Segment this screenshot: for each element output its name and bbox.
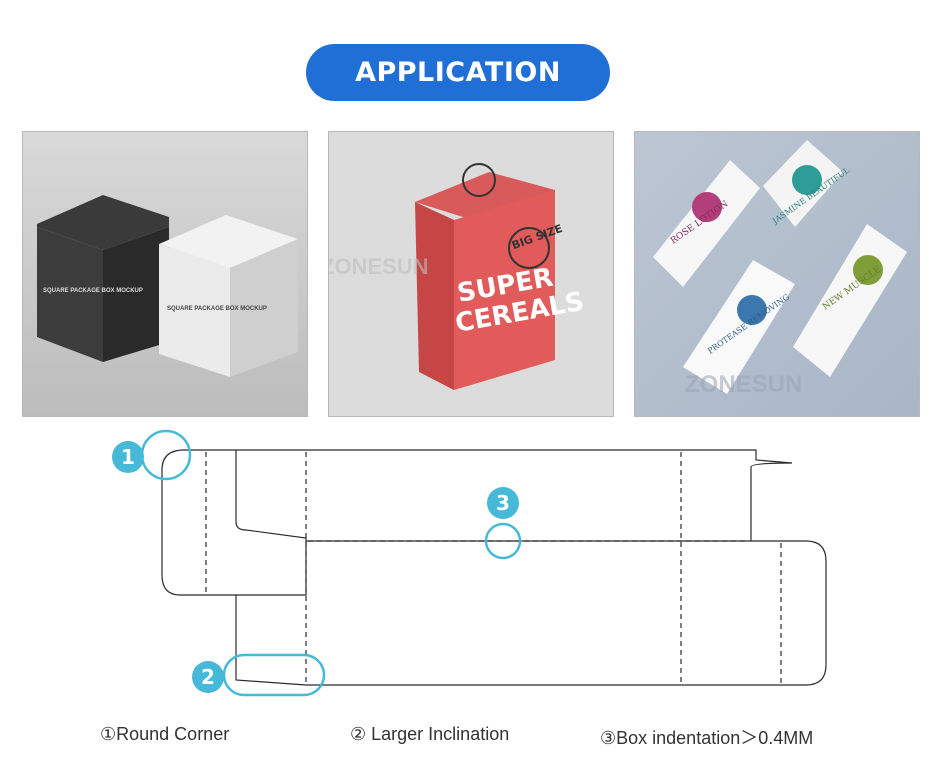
black-box-text: SQUARE PACKAGE BOX MOCKUP (43, 288, 143, 294)
svg-text:1: 1 (121, 445, 135, 469)
marker-1: 1 (112, 441, 144, 473)
marker-3: 3 (487, 487, 519, 519)
caption-larger-inclination: ② Larger Inclination (350, 724, 510, 744)
marker-2: 2 (192, 661, 224, 693)
svg-text:SQUARE PACKAGE BOX MOCKUP: SQUARE PACKAGE BOX MOCKUP (167, 306, 267, 312)
cube-boxes-photo: SQUARE PACKAGE BOX MOCKUP SQUARE PACKAGE… (22, 131, 308, 417)
cereal-box-photo: BIG SIZE SUPER CEREALS ZONESUN (328, 131, 614, 417)
white-box-text: SQUARE PACKAGE BOX MOCKUP (167, 306, 267, 312)
svg-text:3: 3 (496, 491, 510, 515)
cosmetic-watermark: ZONESUN (685, 371, 802, 398)
caption-box-indentation: ③Box indentation＞0.4MM (600, 728, 814, 748)
svg-text:2: 2 (201, 665, 215, 689)
cereal-watermark: ZONESUN (329, 254, 429, 279)
application-title: APPLICATION (306, 44, 610, 101)
box-dieline-diagram: 1 3 2 (112, 429, 827, 697)
caption-round-corner: ①Round Corner (100, 724, 230, 744)
svg-text:SQUARE PACKAGE BOX MOCKUP: SQUARE PACKAGE BOX MOCKUP (43, 288, 143, 294)
cosmetic-boxes-photo: ROSE LOTION JASMINE BEAUTIFUL NEW MUSCLE… (634, 131, 920, 417)
